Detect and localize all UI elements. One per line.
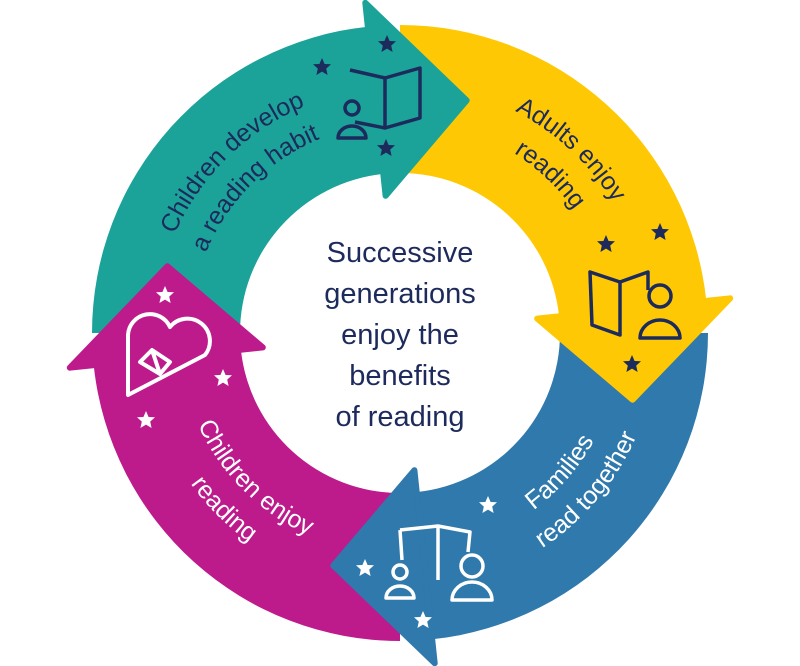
blue-arrow-head: [330, 467, 438, 666]
family-book-icon: [356, 496, 497, 628]
book-person-icon: [313, 35, 422, 156]
center-line-1: Successive: [327, 237, 474, 269]
teal-arrow-body: [92, 26, 384, 333]
magenta-arrow-body: [93, 349, 400, 641]
yellow-arrow-body: [400, 25, 707, 317]
adult-book-person-icon: [588, 223, 682, 372]
yellow-arrow-head: [534, 295, 734, 403]
center-line-5: of reading: [336, 401, 465, 433]
center-line-3: enjoy the: [341, 319, 459, 351]
center-line-4: benefits: [349, 360, 451, 392]
center-text: Successive generations enjoy the benefit…: [324, 237, 476, 433]
center-line-2: generations: [324, 278, 476, 310]
heart-book-icon: [126, 286, 232, 428]
blue-arrow-body: [416, 333, 708, 640]
